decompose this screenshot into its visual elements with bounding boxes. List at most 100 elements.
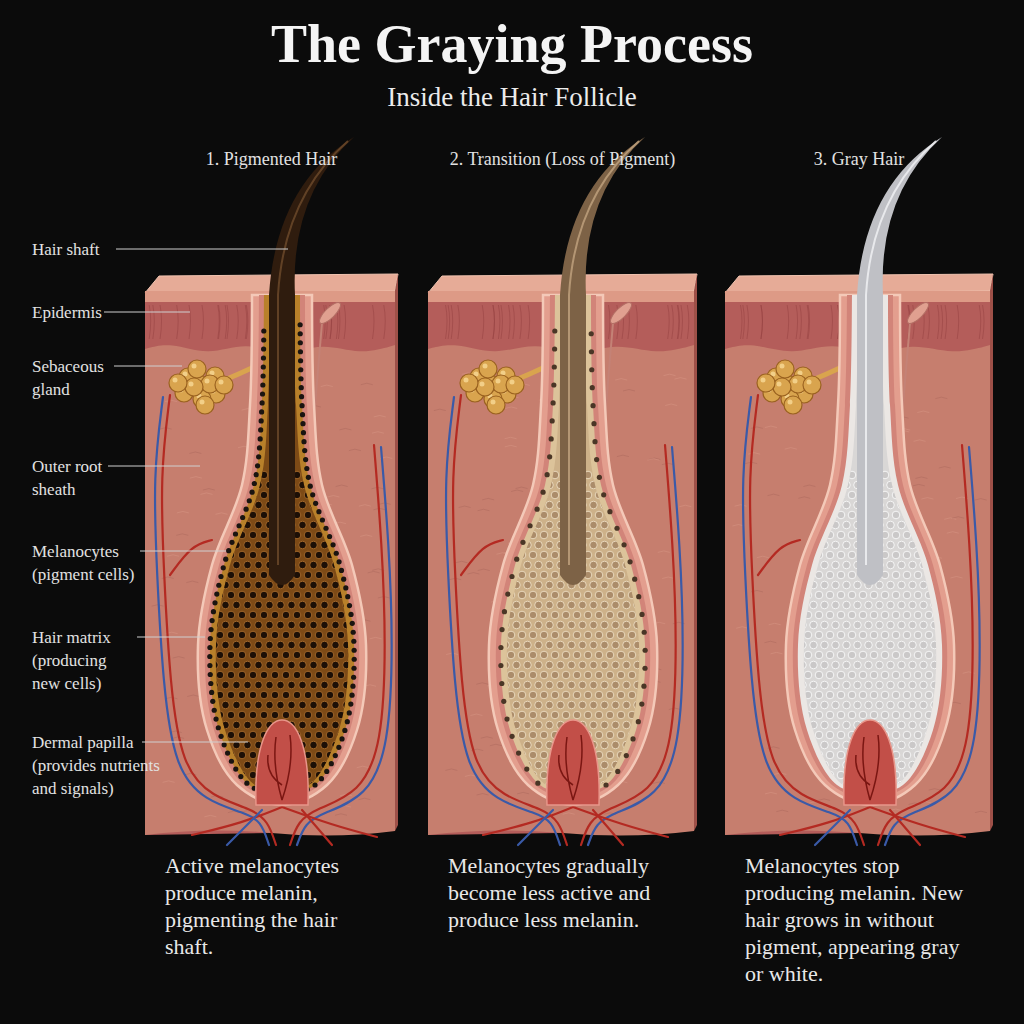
matrix-cell [496,631,504,639]
dermis-texture [445,769,457,771]
matrix-cell [590,481,598,489]
melanocyte [223,557,228,562]
melanocyte [320,517,325,522]
matrix-cell [491,521,499,529]
matrix-cell [343,781,351,789]
melanocyte [535,507,540,512]
dermis-texture [664,374,676,376]
hair-shaft [269,137,354,585]
melanocyte [298,331,303,336]
matrix-cell [815,491,823,499]
matrix-cell [557,581,565,589]
epidermis-texture [687,305,689,339]
matrix-cell [810,581,818,589]
matrix-cell [337,791,345,799]
matrix-cell [782,491,790,499]
matrix-cell [601,581,609,589]
matrix-cell [546,621,554,629]
matrix-cell [354,801,362,809]
matrix-cell [826,571,834,579]
melanocyte [498,645,503,650]
matrix-cell [222,721,230,729]
matrix-cell [359,551,367,559]
matrix-cell [518,791,526,799]
matrix-cell [551,471,559,479]
matrix-cell [348,751,356,759]
matrix-cell [887,481,895,489]
matrix-cell [227,711,235,719]
epidermis-texture [608,305,610,339]
matrix-cell [799,501,807,509]
matrix-cell [623,681,631,689]
epidermis-texture [189,305,191,339]
matrix-cell [194,751,202,759]
melanocyte [336,745,341,750]
melanocyte [252,481,257,486]
matrix-cell [584,631,592,639]
matrix-cell [529,731,537,739]
matrix-cell [266,701,274,709]
matrix-cell [909,601,917,609]
matrix-cell [650,711,658,719]
matrix-cell [815,591,823,599]
gland-lobule [476,378,494,396]
matrix-cell [249,611,257,619]
matrix-cell [903,511,911,519]
gland-highlight [219,380,224,385]
matrix-cell [645,481,653,489]
gland-highlight [807,380,812,385]
matrix-cell [332,661,340,669]
matrix-cell [529,751,537,759]
matrix-cell [810,501,818,509]
matrix-cell [782,511,790,519]
matrix-cell [799,521,807,529]
matrix-cell [337,611,345,619]
epidermis-texture [218,305,220,339]
matrix-cell [590,601,598,609]
matrix-cell [315,731,323,739]
matrix-cell [524,641,532,649]
matrix-cell [310,521,318,529]
matrix-cell [310,661,318,669]
melanocyte [601,492,606,497]
matrix-cell [645,541,653,549]
part-label: Epidermis [32,301,152,324]
matrix-cell [837,531,845,539]
melanocyte [210,699,215,704]
matrix-cell [617,531,625,539]
matrix-cell [513,541,521,549]
matrix-cell [590,701,598,709]
melanocyte [516,751,521,756]
matrix-cell [502,481,510,489]
matrix-cell [562,631,570,639]
matrix-cell [293,591,301,599]
matrix-cell [299,701,307,709]
matrix-cell [288,661,296,669]
matrix-cell [321,541,329,549]
matrix-cell [282,671,290,679]
melanocyte [213,716,218,721]
matrix-cell [326,751,334,759]
matrix-cell [244,681,252,689]
matrix-cell [650,771,658,779]
matrix-cell [200,641,208,649]
matrix-cell [216,571,224,579]
melanocyte [630,736,635,741]
dermis-texture [335,814,347,816]
dermis-texture [803,485,815,487]
matrix-cell [244,641,252,649]
matrix-cell [617,671,625,679]
matrix-cell [211,781,219,789]
matrix-cell [590,561,598,569]
matrix-cell [205,571,213,579]
epidermis-texture [493,305,495,339]
matrix-cell [277,701,285,709]
matrix-cell [354,501,362,509]
matrix-cell [601,561,609,569]
matrix-cell [623,781,631,789]
matrix-cell [315,471,323,479]
matrix-cell [920,481,928,489]
matrix-cell [821,501,829,509]
melanocyte [352,657,357,662]
matrix-cell [513,641,521,649]
